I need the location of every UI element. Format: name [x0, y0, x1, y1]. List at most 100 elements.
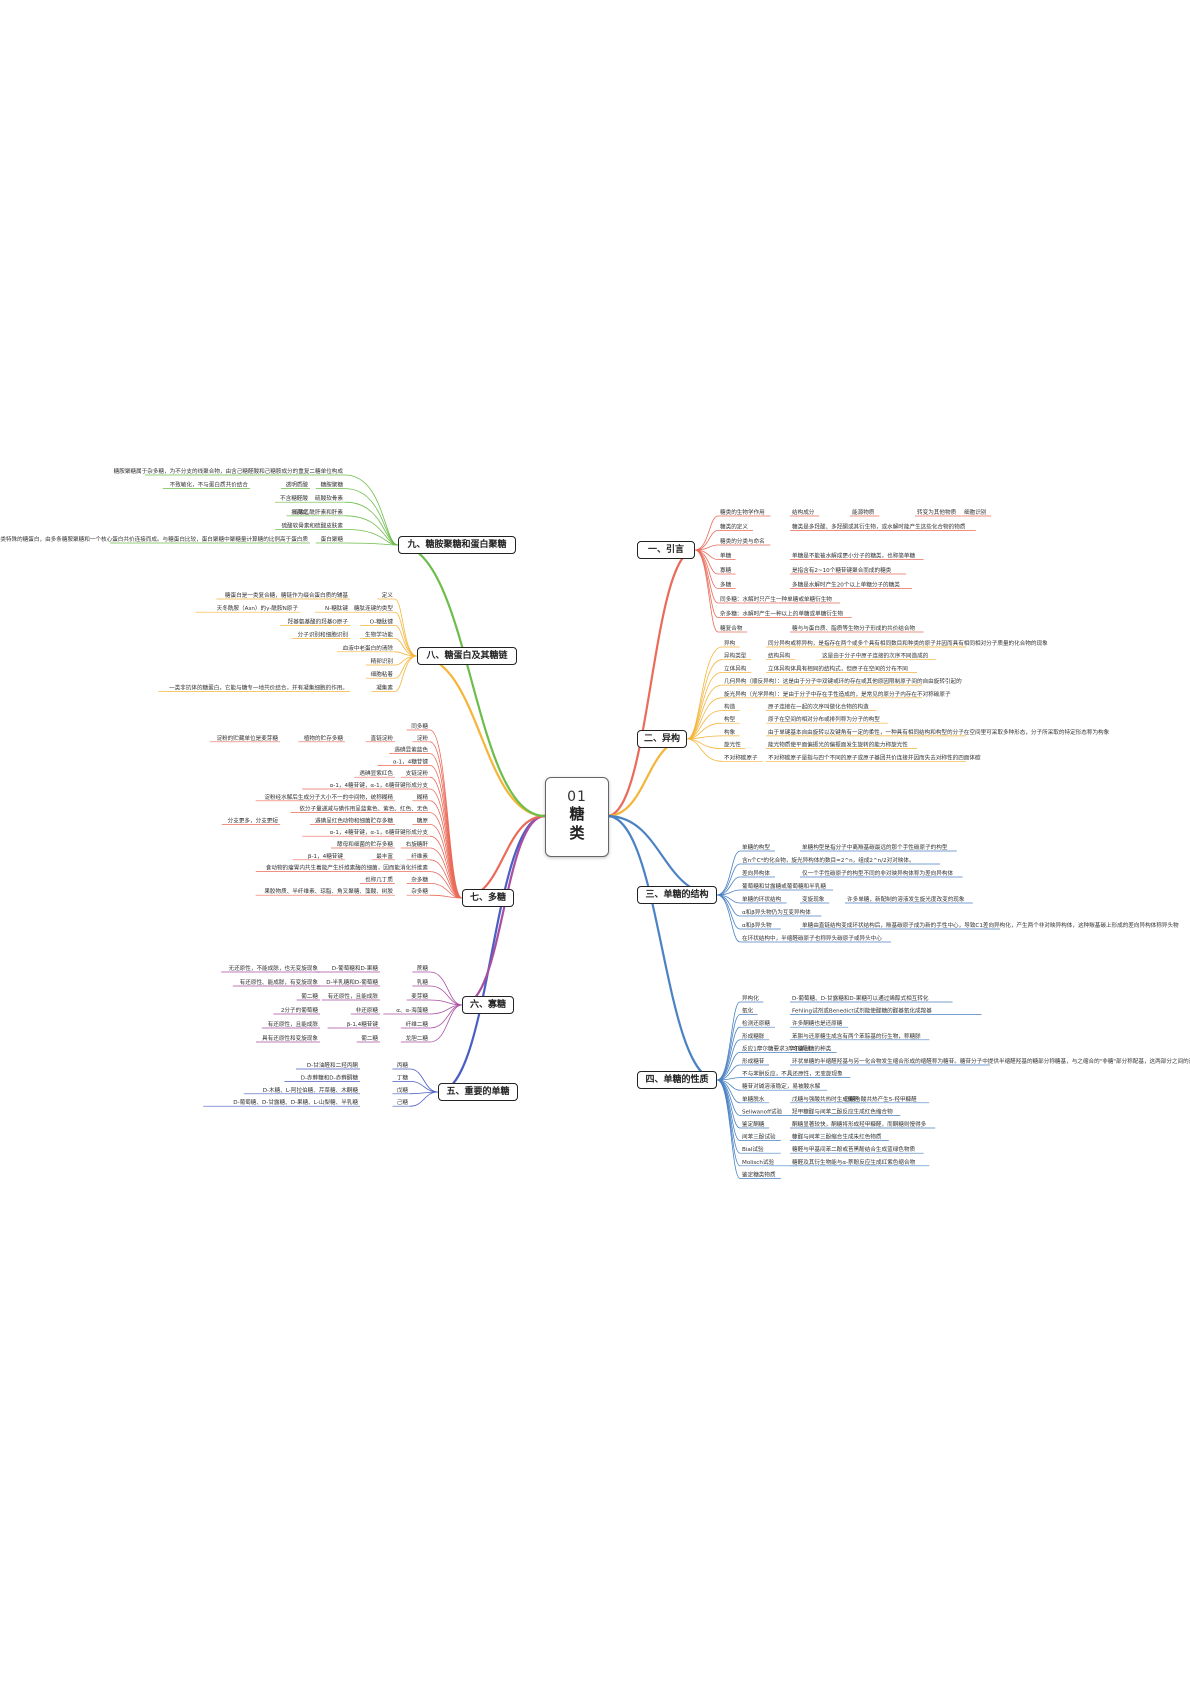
leaf-intro-0-4: 细胞识别	[964, 508, 987, 516]
leaf-oligo-0-0: 蔗糖	[417, 964, 429, 972]
branch-curve-gag-3	[344, 515, 399, 546]
branch-curve-gag-0	[344, 474, 399, 546]
branch-curve-poly-9	[429, 835, 463, 899]
leaf-isomer-4-0: 旋光异构（光学异构）：是由于分子中存在手性造成的，是常见的原分子内存在不对称碳原…	[724, 690, 951, 698]
leaf-intro-2-0: 糖类的分类与命名	[720, 537, 765, 545]
leaf-gag-4-0: 硫酸软骨素和硫酸皮肤素	[281, 521, 343, 529]
central-topic-number: 01	[567, 789, 587, 805]
leaf-gag-3-1: 抗凝血	[291, 508, 308, 516]
leaf-oligo-4-1: β-1,4糖苷键	[347, 1020, 379, 1028]
leaf-isomer-8-1: 能光物质使平面偏振光的偏振面发生旋转的能力称旋光性	[768, 741, 908, 749]
leaf-isomer-5-1: 原子连接在一起的次序叫做化合物的构造	[768, 703, 869, 711]
leaf-mono_structure-3-0: 葡萄糖和甘露糖或葡萄糖和半乳糖	[742, 882, 826, 890]
leaf-mono_property-8-2: 己糖与酸共热产生5-羟甲糠醛	[844, 1095, 917, 1103]
leaf-glycoprotein-3-1: 分子识别和细胞识别	[298, 631, 349, 639]
leaf-isomer-1-1: 结构异构	[768, 652, 791, 660]
leaf-glycoprotein-2-1: 羟基氨基酸的羟基O原子	[288, 617, 349, 625]
leaf-poly-4-1: 遇碘显紫红色	[359, 769, 393, 777]
leaf-poly-10-1: 酵母和细菌的贮存多糖	[337, 840, 393, 848]
leaf-oligo-5-0: 龙胆二糖	[406, 1034, 429, 1042]
leaf-poly-11-2: β-1，4糖苷键	[308, 852, 343, 860]
leaf-glycoprotein-2-0: O-糖肽键	[370, 617, 394, 625]
leaf-isomer-0-0: 异构	[724, 639, 736, 647]
leaf-mono_structure-0-0: 单糖的构型	[742, 843, 770, 851]
leaf-important_mono-3-0: 己糖	[397, 1098, 409, 1106]
root-connector-mono_property	[606, 814, 718, 1082]
leaf-isomer-1-2: 这是由于分子中原子连接的次序不同造成的	[822, 652, 929, 660]
branch-curve-isomer-1	[686, 659, 723, 740]
branch-curve-glycoprotein-0	[394, 598, 418, 657]
leaf-mono_property-11-0: 间苯三酚试验	[742, 1133, 776, 1141]
leaf-oligo-0-1: D-葡萄糖和D-果糖	[332, 964, 379, 972]
leaf-poly-9-0: α-1，4糖苷键，α-1，6糖苷键形成分支	[330, 828, 429, 836]
branch-curve-oligo-5	[429, 1004, 463, 1043]
leaf-mono_property-12-0: Bial试验	[742, 1145, 764, 1153]
leaf-glycoprotein-1-0: 糖肽连键的类型	[354, 604, 394, 612]
leaf-glycoprotein-0-0: 定义	[382, 591, 394, 599]
leaf-glycoprotein-6-0: 细胞粘着	[371, 670, 394, 678]
branch-curve-poly-6	[429, 800, 463, 899]
leaf-mono_property-0-0: 异构化	[742, 994, 759, 1002]
leaf-important_mono-1-1: D-赤藓糖和D-赤藓酮糖	[301, 1073, 359, 1081]
leaf-mono_property-1-0: 氧化	[742, 1007, 754, 1015]
root-connector-important_mono	[437, 814, 546, 1094]
leaf-glycoprotein-1-2: 天冬酰胺（Asn）的γ-酰胺N原子	[217, 604, 299, 612]
leaf-poly-8-2: 遇碘呈红色	[315, 816, 343, 824]
branch-intro[interactable]: 一、引言	[637, 541, 695, 559]
branch-glycoprotein[interactable]: 八、糖蛋白及其糖链	[417, 647, 517, 665]
branch-curve-important_mono-3	[409, 1091, 439, 1107]
branch-curve-poly-11	[429, 859, 463, 899]
leaf-mono_property-5-0: 形成糖苷	[742, 1057, 765, 1065]
root-connector-intro	[606, 548, 696, 818]
branch-isomer[interactable]: 二、异构	[637, 730, 687, 748]
branch-curve-mono_property-3	[716, 1039, 741, 1081]
branch-curve-mono_structure-0	[716, 850, 741, 896]
leaf-poly-11-1: 最丰富	[376, 852, 393, 860]
branch-poly[interactable]: 七、多糖	[462, 889, 514, 907]
leaf-oligo-4-0: 纤维二糖	[406, 1020, 429, 1028]
leaf-oligo-5-1: 葡二糖	[361, 1034, 378, 1042]
leaf-mono_property-0-1: D-葡萄糖、D-甘露糖和D-果糖可以通过烯醇式相互转化	[792, 994, 929, 1002]
leaf-oligo-5-2: 具有还原性和变旋现象	[262, 1034, 318, 1042]
branch-curve-intro-8	[694, 549, 719, 633]
leaf-mono_structure-6-0: α和β异头物	[742, 921, 772, 929]
leaf-isomer-9-1: 不对称碳原子是指与四个不同的原子或原子基团共价连接并因而失去对称性的四面体碳	[768, 753, 981, 761]
leaf-glycoprotein-3-0: 生物学功能	[365, 631, 393, 639]
leaf-isomer-8-0: 旋光性	[724, 741, 741, 749]
branch-curve-oligo-4	[429, 1004, 463, 1029]
branch-curve-isomer-5	[686, 710, 723, 740]
branch-curve-isomer-9	[686, 738, 723, 762]
branch-mono-property[interactable]: 四、单糖的性质	[637, 1071, 717, 1089]
leaf-poly-4-0: 支链淀粉	[406, 769, 429, 777]
leaf-mono_property-8-0: 单糖脱水	[742, 1095, 765, 1103]
branch-curve-isomer-0	[686, 646, 723, 740]
leaf-poly-13-1: 也称几丁质	[365, 875, 393, 883]
leaf-poly-1-2: 植物的贮存多糖	[304, 734, 344, 742]
leaf-poly-8-0: 糖原	[417, 816, 429, 824]
leaf-mono_property-3-0: 形成糖脎	[742, 1032, 765, 1040]
leaf-intro-0-1: 结构成分	[792, 508, 815, 516]
leaf-intro-1-0: 糖类的定义	[720, 523, 748, 531]
leaf-mono_property-10-0: 鉴定酮糖	[742, 1120, 765, 1128]
leaf-poly-1-0: 淀粉	[417, 734, 429, 742]
leaf-mono_structure-6-1: 单糖由直链结构变成环状结构后，羰基碳原子成为新的手性中心，导致C1差向异构化，产…	[802, 921, 1179, 929]
leaf-mono_structure-4-0: 单糖的环状结构	[742, 895, 782, 903]
leaf-glycoprotein-5-0: 精卵识别	[371, 657, 394, 665]
branch-oligo[interactable]: 六、寡糖	[462, 996, 514, 1014]
root-connector-mono_structure	[606, 814, 718, 897]
leaf-mono_property-8-1: 戊糖与强酸共热时生成糠醛	[792, 1095, 860, 1103]
central-topic[interactable]: 01 糖 类	[545, 777, 609, 857]
leaf-isomer-0-1: 同分异构或称异构，是指存在两个或多个具有相同数目和种类的原子并因而具有相同相对分…	[768, 639, 1048, 647]
branch-curve-mono_property-2	[716, 1026, 741, 1081]
leaf-mono_structure-2-1: 仅一个手性碳原子的构型不同的非对映异构体称为差向异构体	[802, 869, 953, 877]
leaf-poly-10-0: 右旋糖酐	[406, 840, 429, 848]
leaf-poly-6-1: 淀粉经水解后生成分子大小不一的中间物，统称糊精	[264, 793, 393, 801]
branch-curve-glycoprotein-7	[394, 655, 418, 692]
branch-gag[interactable]: 九、糖胺聚糖和蛋白聚糖	[398, 536, 516, 554]
leaf-isomer-7-0: 构象	[724, 728, 736, 736]
leaf-poly-2-0: 遇碘显紫蓝色	[394, 746, 428, 754]
root-connector-poly	[461, 814, 546, 900]
leaf-poly-13-0: 杂多糖	[411, 875, 428, 883]
branch-important-mono[interactable]: 五、重要的单糖	[438, 1083, 518, 1101]
branch-mono-structure[interactable]: 三、单糖的结构	[637, 886, 717, 904]
